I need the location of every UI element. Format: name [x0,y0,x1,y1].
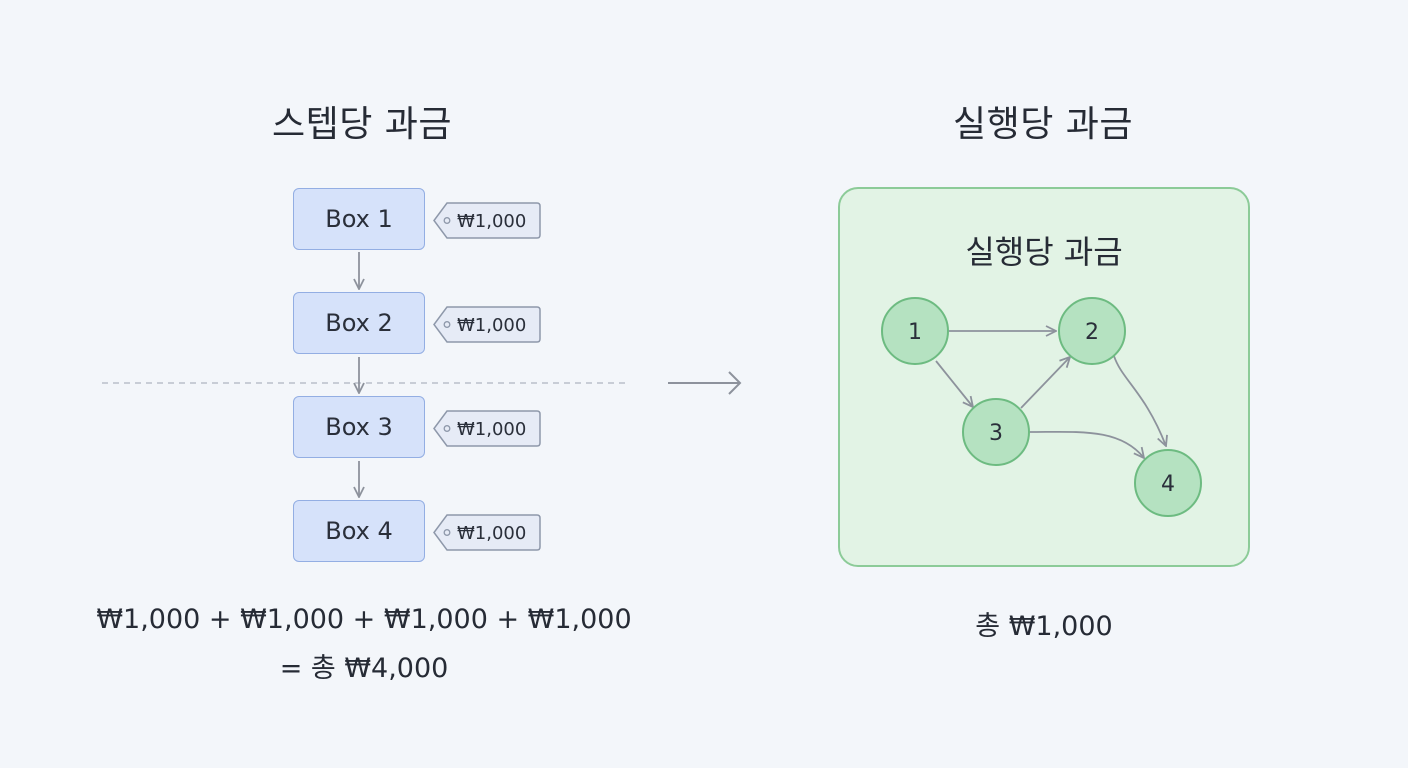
node-label: 1 [908,320,922,345]
section-arrow-head [728,371,742,395]
sum-total: = 총 ₩4,000 [279,653,449,684]
tag-hole-icon [443,425,451,432]
edge-3-4 [1029,430,1144,458]
node-label: 4 [1161,472,1175,497]
price-tag: ₩1,000 [433,410,541,447]
per-run-billing-title: 실행당 과금 [953,104,1134,145]
tag-hole-icon [443,321,451,328]
per-step-billing-title: 스텝당 과금 [272,104,453,145]
run-total: 총 ₩1,000 [975,611,1113,642]
run-panel-title: 실행당 과금 [965,233,1123,271]
edge-3-2 [1020,357,1070,409]
price-tag-label: ₩1,000 [457,419,526,440]
price-tag: ₩1,000 [433,514,541,551]
step-box-3: Box 3 [293,396,425,458]
graph-node-3: 3 [962,398,1030,466]
price-tag: ₩1,000 [433,202,541,239]
node-label: 2 [1085,320,1099,345]
price-tag-label: ₩1,000 [457,523,526,544]
price-tag-label: ₩1,000 [457,211,526,232]
edge-2-4 [1113,355,1166,446]
price-tag-label: ₩1,000 [457,315,526,336]
sum-equation: ₩1,000 + ₩1,000 + ₩1,000 + ₩1,000 [96,604,632,635]
step-box-1: Box 1 [293,188,425,250]
graph-node-2: 2 [1058,297,1126,365]
step-box-4: Box 4 [293,500,425,562]
tag-hole-icon [443,217,451,224]
node-label: 3 [989,421,1003,446]
tag-hole-icon [443,529,451,536]
graph-node-1: 1 [881,297,949,365]
step-box-2: Box 2 [293,292,425,354]
price-tag: ₩1,000 [433,306,541,343]
graph-node-4: 4 [1134,449,1202,517]
edge-1-3 [935,360,973,407]
